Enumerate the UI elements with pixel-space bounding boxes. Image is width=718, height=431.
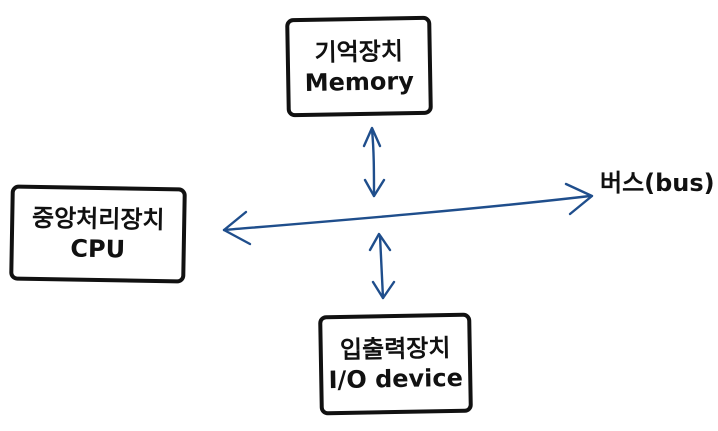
memory-box: 기억장치 Memory <box>285 15 433 118</box>
io-link-arrowhead-bottom <box>371 280 396 300</box>
cpu-label-english: CPU <box>70 234 126 264</box>
memory-link-arrowhead-top <box>362 126 382 148</box>
cpu-label-korean: 중앙처리장치 <box>31 203 165 235</box>
bus-line <box>222 194 592 232</box>
memory-link-arrowhead-bottom <box>363 178 386 198</box>
io-label-english: I/O device <box>328 363 464 395</box>
bus-arrowhead-right <box>564 182 594 216</box>
io-link-arrowhead-top <box>368 232 392 252</box>
io-bus-link <box>378 234 385 300</box>
memory-bus-link <box>370 128 376 198</box>
bus-arrowhead-left <box>222 210 252 246</box>
io-box: 입출력장치 I/O device <box>318 312 473 416</box>
memory-label-korean: 기억장치 <box>314 36 404 67</box>
memory-label-english: Memory <box>304 66 415 97</box>
io-label-korean: 입출력장치 <box>339 334 451 364</box>
cpu-box: 중앙처리장치 CPU <box>9 184 187 284</box>
bus-label: 버스(bus) <box>600 169 715 197</box>
